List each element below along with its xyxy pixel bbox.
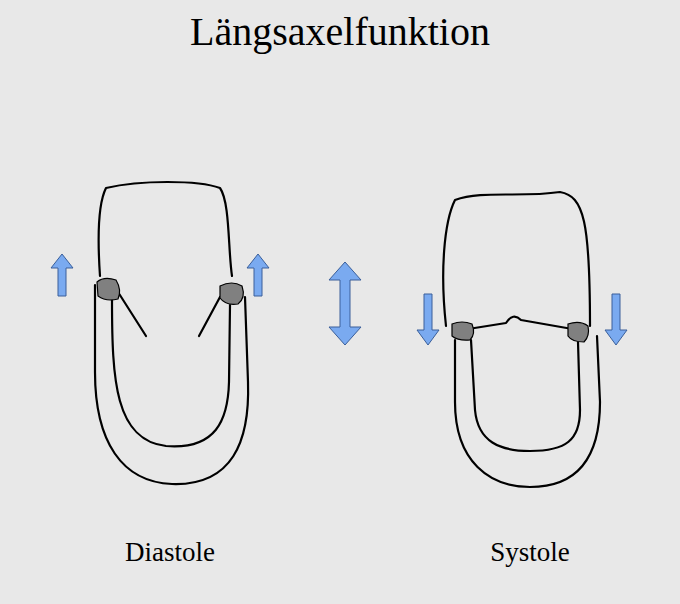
valve-plane	[462, 317, 578, 330]
motion-arrow	[247, 254, 269, 296]
ventricle-outer-wall	[455, 336, 600, 487]
ventricle-inner-wall	[112, 300, 230, 446]
valve-leaflet	[199, 297, 220, 336]
annulus	[568, 322, 589, 342]
motion-arrow	[605, 294, 627, 345]
annulus	[97, 278, 120, 300]
diagram-title: Längsaxelfunktion	[190, 8, 490, 55]
valve-leaflet	[118, 292, 146, 336]
motion-arrow	[417, 294, 439, 345]
motion-arrow	[51, 254, 73, 296]
ventricle-outer-wall	[95, 285, 248, 484]
double-arrow	[329, 262, 361, 345]
atrium-outline	[99, 182, 232, 276]
ventricle-inner-wall	[471, 340, 580, 451]
phase-label: Diastole	[125, 537, 215, 568]
annulus	[452, 322, 474, 340]
phase-label: Systole	[490, 537, 570, 568]
atrium-outline	[443, 192, 590, 326]
annulus	[220, 283, 243, 304]
